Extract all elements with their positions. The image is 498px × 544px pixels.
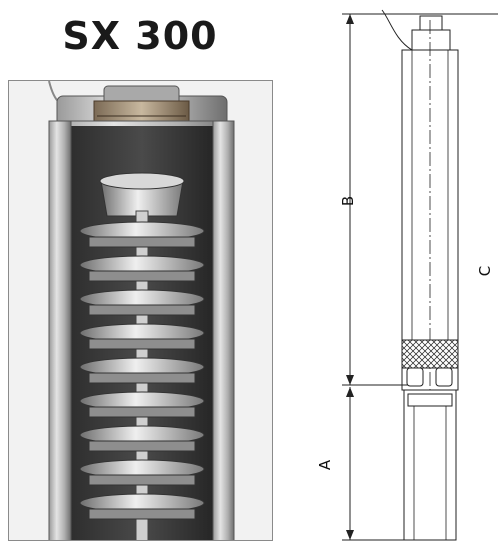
outlet-head — [411, 29, 451, 51]
arrow-b-bottom — [346, 375, 354, 385]
diffuser-ring — [88, 372, 196, 384]
diffuser-ring — [88, 236, 196, 248]
diffuser-ring — [88, 440, 196, 452]
dim-label-b: B — [339, 195, 357, 207]
diffuser-ring — [88, 474, 196, 486]
diffuser-ring — [88, 406, 196, 418]
inlet-screen — [401, 339, 459, 391]
arrow-a-bottom — [346, 530, 354, 540]
diffuser-ring — [88, 304, 196, 316]
dim-label-a: A — [316, 459, 334, 471]
dimension-drawing — [342, 9, 498, 541]
diffuser-ring — [88, 338, 196, 350]
diffuser-ring — [88, 270, 196, 282]
arrow-a-top — [346, 387, 354, 397]
pump-cutaway-photo — [8, 80, 273, 541]
arrow-b-top — [346, 14, 354, 24]
pump-cutaway-illustration — [9, 81, 272, 540]
outlet-thread — [419, 15, 443, 31]
motor-body — [403, 389, 457, 541]
diffuser-ring — [88, 508, 196, 520]
cable — [381, 9, 413, 51]
dim-label-c: C — [476, 265, 494, 277]
product-title: SX 300 — [62, 14, 218, 58]
